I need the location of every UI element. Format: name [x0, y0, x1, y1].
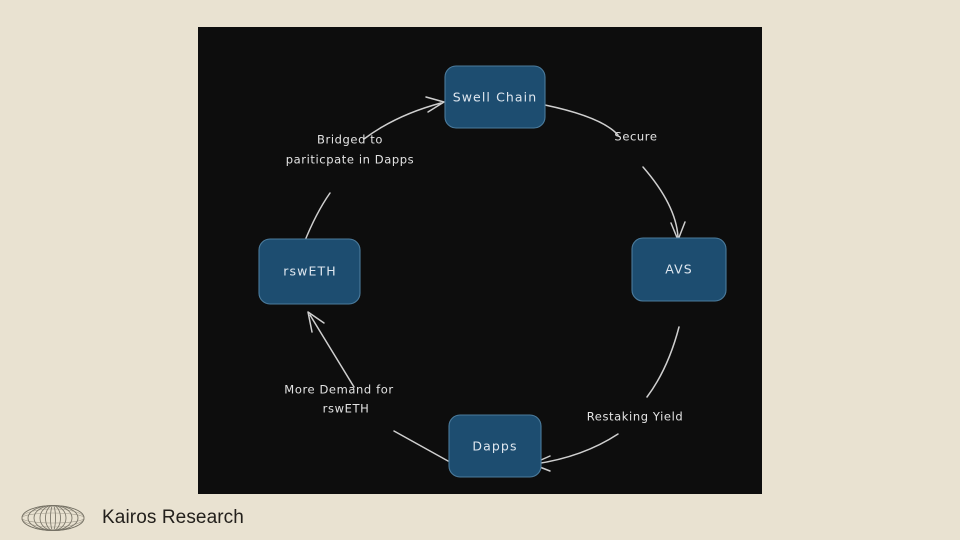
- node-avs-label: AVS: [665, 262, 693, 277]
- kairos-ellipses-logo-icon: [21, 505, 85, 531]
- edge-label-restaking-yield: Restaking Yield: [587, 410, 684, 424]
- edge-path-more-demand-upper: [309, 314, 355, 388]
- brand-name: Kairos Research: [102, 507, 244, 528]
- arrowhead-to-rsweth: [307, 311, 325, 333]
- node-swell-chain[interactable]: Swell Chain: [444, 65, 546, 129]
- node-dapps[interactable]: Dapps: [448, 414, 542, 478]
- edge-dapps-to-rsweth: More Demand for rswETH: [284, 311, 449, 462]
- node-avs[interactable]: AVS: [631, 237, 727, 302]
- edge-path-secure-lower: [642, 166, 679, 238]
- node-dapps-label: Dapps: [472, 439, 517, 454]
- edge-label-more-demand-line1: More Demand for: [284, 383, 393, 397]
- node-swell-chain-box[interactable]: [444, 65, 546, 129]
- edge-avs-to-dapps: Restaking Yield: [531, 326, 684, 472]
- edge-label-bridged-line1: Bridged to: [317, 133, 383, 147]
- node-avs-box[interactable]: [631, 237, 727, 302]
- edge-path-secure-upper: [544, 104, 619, 136]
- diagram-panel: Secure Restaking Yield More Demand for r…: [198, 27, 762, 494]
- node-rsweth-label: rswETH: [283, 264, 336, 279]
- edge-path-more-demand-lower: [393, 430, 449, 462]
- edge-swell-chain-to-avs: Secure: [544, 104, 686, 241]
- edge-rsweth-to-swell-chain: Bridged to pariticpate in Dapps: [286, 96, 445, 244]
- edge-label-bridged-line2: pariticpate in Dapps: [286, 153, 415, 167]
- node-swell-chain-label: Swell Chain: [453, 90, 538, 105]
- edge-path-restaking-upper: [646, 326, 680, 398]
- edge-path-bridged-upper: [363, 102, 442, 140]
- node-rsweth[interactable]: rswETH: [258, 238, 361, 305]
- node-dapps-box[interactable]: [448, 414, 542, 478]
- edge-label-more-demand-line2: rswETH: [323, 402, 370, 416]
- node-rsweth-box[interactable]: [258, 238, 361, 305]
- footer-bar: Kairos Research: [0, 496, 960, 540]
- edge-path-restaking-lower: [534, 433, 619, 465]
- cycle-diagram: Secure Restaking Yield More Demand for r…: [258, 65, 727, 478]
- edge-path-bridged-lower: [303, 192, 331, 244]
- edge-label-secure: Secure: [614, 130, 657, 144]
- arrowhead-to-swell-chain: [425, 96, 445, 113]
